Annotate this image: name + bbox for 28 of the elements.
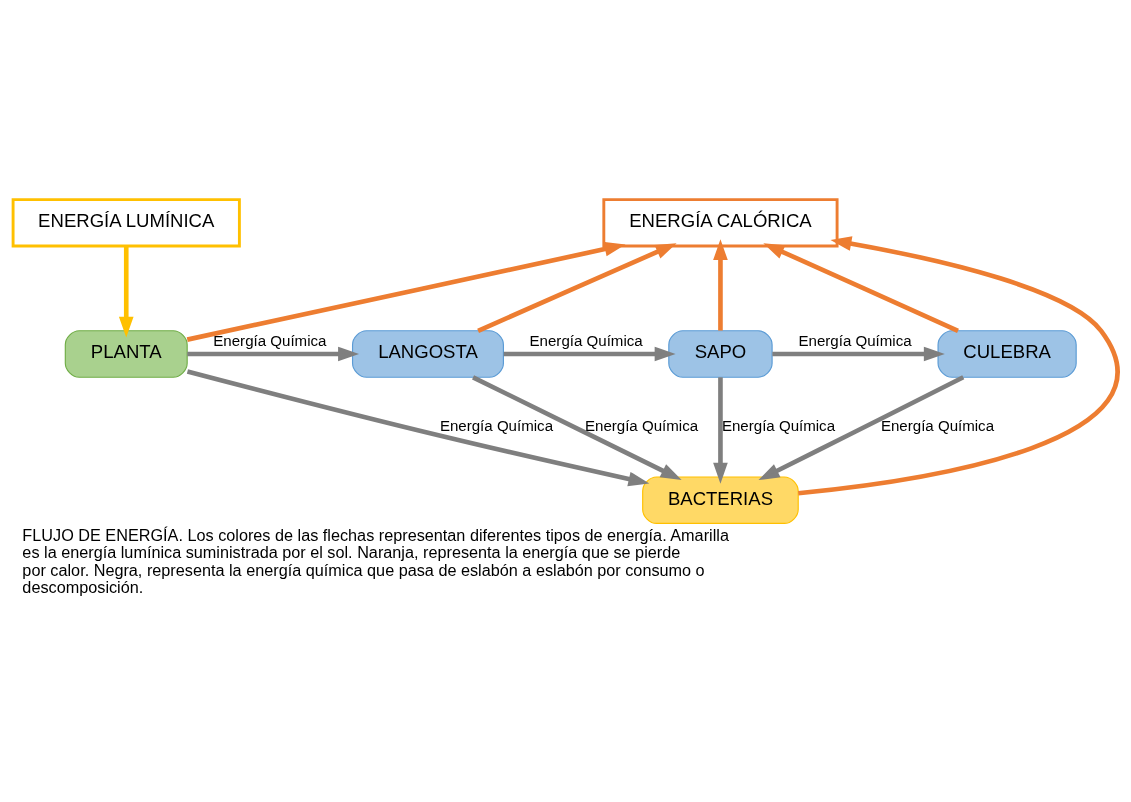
node-box: SAPO [668, 330, 773, 378]
node-box: PLANTA [64, 330, 188, 378]
node-box: BACTERIAS [642, 476, 799, 525]
arrow [713, 239, 728, 331]
edge-label: Energía Química [584, 417, 699, 435]
arrow [186, 241, 626, 342]
arrow [187, 346, 360, 362]
arrow [503, 346, 676, 362]
edge-label: Energía Química [798, 332, 912, 350]
arrow [758, 375, 965, 481]
arrow [118, 246, 134, 338]
node-box: ENERGÍA CALÓRICA [602, 198, 839, 248]
edge-label: Energía Química [213, 332, 327, 350]
arrow [477, 243, 677, 333]
arrow [772, 346, 945, 362]
edge-label: Energía Química [529, 332, 643, 350]
arrow [472, 375, 682, 480]
node-box: LANGOSTA [351, 330, 504, 378]
caption: FLUJO DE ENERGÍA. Los colores de las flechas representan diferentes tipos de energía. Amarilla es la energía lumínica suministrada por el sol. Naranja, representa la energía que se pierde por calor. Negra, representa la energía química que pasa de eslabón a eslabón por consumo o descomposición. [22, 526, 729, 597]
node-box: ENERGÍA LUMÍNICA [11, 198, 241, 248]
edge-label: Energía Química [880, 417, 995, 435]
edge-label: Energía Química [721, 417, 836, 435]
arrow [798, 236, 1119, 496]
node-box: CULEBRA [937, 330, 1077, 378]
edge-label: Energía Química [439, 417, 554, 435]
arrow [763, 243, 959, 333]
arrow [186, 369, 650, 487]
arrow [713, 377, 728, 484]
